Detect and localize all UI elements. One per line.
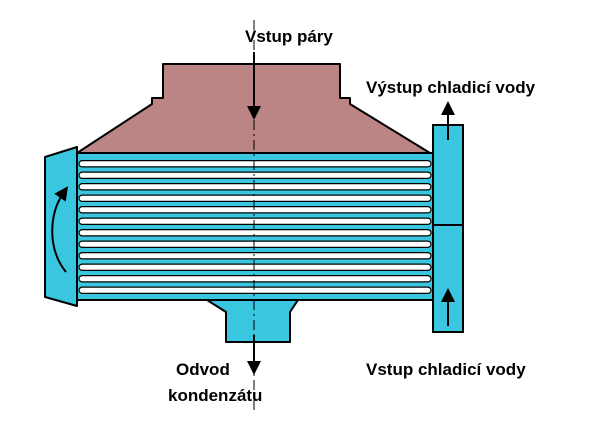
return-flow-arrow — [51, 186, 68, 273]
return-water-box — [44, 146, 78, 307]
label-condensate-outlet-1: Odvod — [176, 360, 230, 379]
tube — [78, 275, 432, 283]
tube — [78, 252, 432, 260]
label-cooling-water-outlet: Výstup chladicí vody — [366, 78, 536, 97]
tube — [78, 194, 432, 203]
label-cooling-water-inlet: Vstup chladicí vody — [366, 360, 526, 379]
tube — [78, 229, 432, 237]
tube — [78, 240, 432, 249]
tube — [78, 263, 432, 272]
tube — [78, 286, 432, 295]
tube — [78, 217, 432, 226]
tube — [78, 160, 432, 168]
tube — [78, 183, 432, 191]
label-steam-inlet: Vstup páry — [245, 27, 333, 46]
tube — [78, 171, 432, 180]
condensate-hopper — [206, 299, 299, 343]
tube — [78, 206, 432, 214]
tube-group — [78, 160, 432, 295]
label-condensate-outlet-2: kondenzátu — [168, 386, 262, 405]
